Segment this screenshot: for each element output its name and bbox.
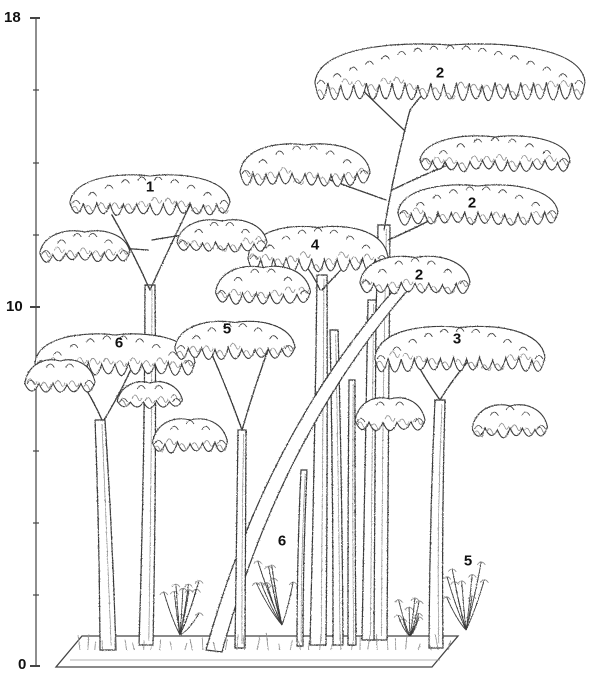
height-axis <box>30 18 40 666</box>
shrub-stem <box>180 584 189 635</box>
tree-label-4: 4 <box>311 238 319 253</box>
tree-6-left-crown <box>25 360 95 392</box>
tree-2b-trunk <box>362 300 376 640</box>
canopy-outline <box>40 231 130 262</box>
tree-label-1: 1 <box>146 180 154 195</box>
shrub-stem <box>409 607 410 636</box>
tree-label-6-shrub: 6 <box>278 534 286 549</box>
shrub-5 <box>443 562 489 630</box>
trunk-outline <box>429 400 445 648</box>
canopy-outline <box>25 360 95 392</box>
grass-blade <box>185 643 187 650</box>
pole-trunk <box>348 380 356 645</box>
tree-5-crown <box>175 321 295 359</box>
axis-label-10: 10 <box>6 299 23 314</box>
grass-blade <box>78 635 80 650</box>
trunk-outline <box>362 300 376 640</box>
trees-layer <box>25 44 585 652</box>
shrub-left <box>160 581 203 636</box>
tree-label-6-left: 6 <box>115 336 123 351</box>
shrub-stem <box>282 582 293 625</box>
canopy-outline <box>315 44 585 101</box>
grass-blade <box>190 639 192 650</box>
pole-trunk <box>297 470 307 646</box>
tree-3-side-crown <box>473 405 548 438</box>
tree-2-lower-crown <box>398 185 558 225</box>
tree-5-branch <box>210 350 242 430</box>
tree-label-2-top: 2 <box>436 66 444 81</box>
tree-2-top-crown <box>315 44 585 101</box>
tree-label-5-mid: 5 <box>223 322 231 337</box>
trunk-outline <box>235 430 246 648</box>
grass-blade <box>170 641 172 650</box>
tree-2-left-crown <box>240 144 370 186</box>
grass-blade <box>377 634 378 650</box>
shrub-6 <box>252 561 297 625</box>
shrub-stem <box>399 600 410 636</box>
canopy-outline <box>473 405 548 438</box>
grass-blade <box>290 640 292 650</box>
axis-label-0: 0 <box>18 657 26 672</box>
tree-6-under-crown <box>118 382 183 408</box>
grass-blade <box>132 643 134 650</box>
grass-blade <box>331 642 333 650</box>
grass-blade <box>395 638 396 650</box>
grass-blade <box>144 641 145 650</box>
trunk-outline <box>348 380 356 645</box>
tree-3-trunk <box>429 400 445 648</box>
tree-5-trunk <box>235 430 246 648</box>
canopy-outline <box>240 144 370 186</box>
tree-label-2-lower: 2 <box>415 268 423 283</box>
grass-blade <box>257 636 260 650</box>
tree-1-left-crown <box>40 231 130 262</box>
grass-blade <box>340 634 341 650</box>
grass-blade <box>418 644 420 650</box>
tree-label-3: 3 <box>453 332 461 347</box>
tree-5-lower-crown <box>153 419 228 453</box>
grass-blade <box>406 633 407 650</box>
trunk-outline <box>95 420 116 650</box>
grass-blade <box>95 642 96 650</box>
tree-4-trunk <box>310 275 327 645</box>
grass-blade <box>160 639 161 650</box>
tree-label-2-middle: 2 <box>468 196 476 211</box>
trunk-outline <box>310 275 327 645</box>
shrub-right <box>394 598 423 636</box>
canopy-outline <box>420 136 570 172</box>
tree-3-left-crown <box>355 398 425 431</box>
grass-blade <box>308 640 309 650</box>
tree-label-5-shrub: 5 <box>464 554 472 569</box>
tree-5-branch <box>242 350 268 430</box>
tree-4-side-crown <box>216 266 311 304</box>
tree-6-trunk <box>95 420 116 650</box>
axis-label-18: 18 <box>4 10 21 25</box>
canopy-outline <box>398 185 558 225</box>
tree-2-mid-crown <box>420 136 570 172</box>
canopy-outline <box>355 398 425 431</box>
grass-blade <box>279 644 280 650</box>
canopy-outline <box>216 266 311 304</box>
grass-blade <box>125 640 126 650</box>
